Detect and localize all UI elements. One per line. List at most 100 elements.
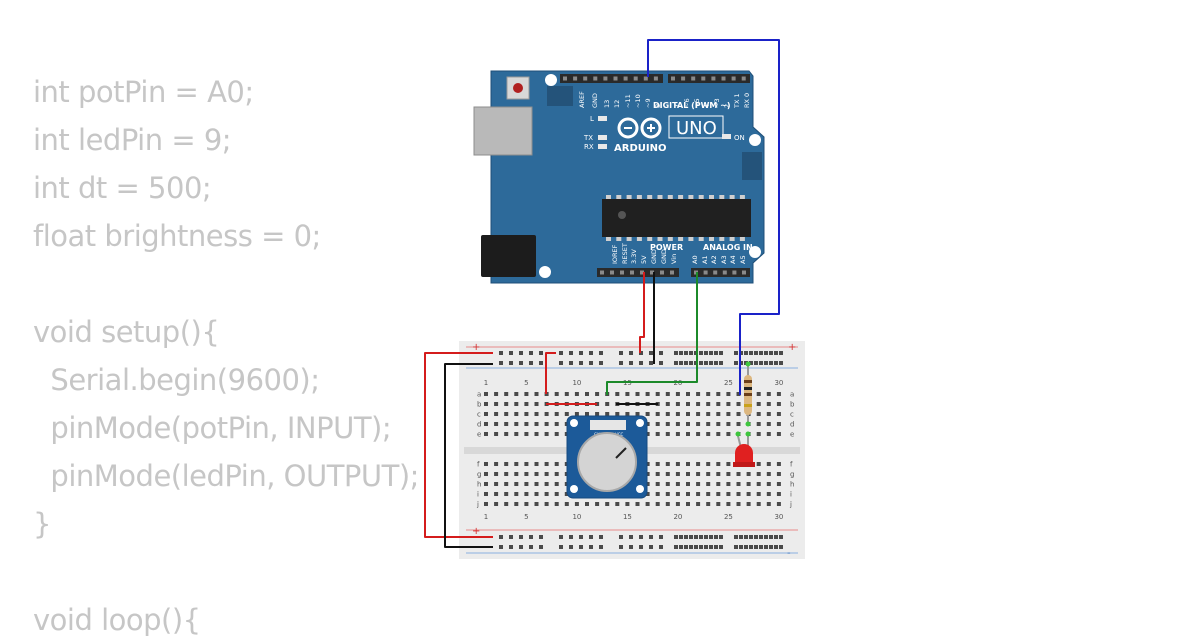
column-label: 1 [484, 513, 488, 521]
column-label: 25 [724, 513, 733, 521]
code-line: pinMode(potPin, INPUT); [33, 411, 392, 445]
breadboard-hole [494, 422, 499, 426]
led-tx [598, 135, 607, 140]
pin-label: RESET [621, 243, 629, 264]
breadboard-hole [756, 392, 761, 396]
rail-hole [579, 545, 583, 549]
rail-hole [779, 545, 783, 549]
breadboard-hole [655, 432, 660, 436]
rail-hole [704, 361, 708, 365]
breadboard-hole [524, 462, 529, 466]
header-pin [583, 76, 588, 81]
rail-hole [779, 351, 783, 355]
breadboard-hole [766, 432, 771, 436]
breadboard-hole [514, 402, 519, 406]
breadboard-hole [524, 412, 529, 416]
mount-hole [636, 419, 644, 427]
rail-hole [599, 545, 603, 549]
breadboard-hole [605, 502, 610, 506]
led-l [598, 116, 607, 121]
breadboard-hole [514, 422, 519, 426]
breadboard-hole [655, 462, 660, 466]
breadboard-hole [645, 412, 650, 416]
breadboard-hole [544, 422, 549, 426]
rail-hole [529, 545, 533, 549]
rail-hole [674, 351, 678, 355]
breadboard-hole [625, 412, 630, 416]
breadboard-hole [494, 472, 499, 476]
breadboard-hole [716, 432, 721, 436]
row-label: j [789, 501, 792, 509]
row-label: g [477, 471, 481, 479]
mount-hole [545, 74, 557, 86]
rail-hole [699, 545, 703, 549]
rail-hole [704, 535, 708, 539]
wires [424, 39, 780, 548]
rail-hole [759, 545, 763, 549]
breadboard-hole [524, 502, 529, 506]
rail-hole [714, 535, 718, 539]
breadboard-hole [504, 392, 509, 396]
header-pin [630, 270, 634, 275]
breadboard-hole [574, 502, 579, 506]
breadboard-hole [675, 412, 680, 416]
breadboard-hole [534, 472, 539, 476]
header-pin [671, 76, 675, 81]
row-label: i [477, 491, 479, 499]
digital-header-right [668, 74, 750, 83]
breadboard-hole [736, 392, 741, 396]
breadboard-hole [706, 472, 711, 476]
rail-hole [779, 535, 783, 539]
rail-hole [759, 361, 763, 365]
pin-label: 12 [613, 100, 621, 108]
breadboard-hole [716, 492, 721, 496]
pin-label: IOREF [611, 244, 619, 264]
rail-hole [529, 361, 533, 365]
breadboard-hole [625, 392, 630, 396]
rail-hole [499, 351, 503, 355]
breadboard-hole [686, 492, 690, 496]
breadboard-hole [716, 412, 721, 416]
rail-hole [559, 361, 563, 365]
led-rx [598, 144, 607, 149]
power-jack [481, 235, 536, 277]
analog-header [691, 268, 750, 277]
header-pin [650, 270, 654, 275]
rail-hole [744, 545, 748, 549]
header-pin [701, 76, 706, 81]
rail-hole [529, 535, 533, 539]
rail-hole [754, 351, 758, 355]
pin-label: ~6 [683, 98, 691, 108]
column-label: 30 [774, 379, 783, 387]
breadboard-hole [494, 492, 499, 496]
breadboard-hole [514, 472, 519, 476]
code-line: int ledPin = 9; [33, 123, 232, 157]
atmega-chip [602, 199, 751, 237]
breadboard-hole [635, 412, 640, 416]
rail-hole [679, 545, 683, 549]
breadboard-hole [605, 402, 610, 406]
rail-hole [629, 545, 633, 549]
pin-label: 7 [673, 104, 681, 108]
column-label: 5 [524, 379, 528, 387]
breadboard-hole [716, 482, 721, 486]
breadboard-hole [706, 482, 711, 486]
reset-button-cap [513, 83, 523, 93]
breadboard-hole [655, 472, 660, 476]
code-line: void setup(){ [33, 315, 220, 349]
rail-hole [774, 361, 778, 365]
breadboard-hole [696, 422, 701, 426]
pin-label: 2 [723, 104, 731, 108]
breadboard-hole [756, 422, 761, 426]
rail-hole [764, 351, 768, 355]
breadboard-hole [504, 482, 509, 486]
breadboard-hole [595, 392, 600, 396]
header-pin [691, 76, 696, 81]
breadboard-hole [514, 492, 519, 496]
rail-hole [539, 361, 543, 365]
row-label: f [477, 461, 480, 469]
potentiometer-indicator [615, 447, 627, 459]
breadboard-hole [534, 502, 539, 506]
breadboard-hole [585, 412, 589, 416]
